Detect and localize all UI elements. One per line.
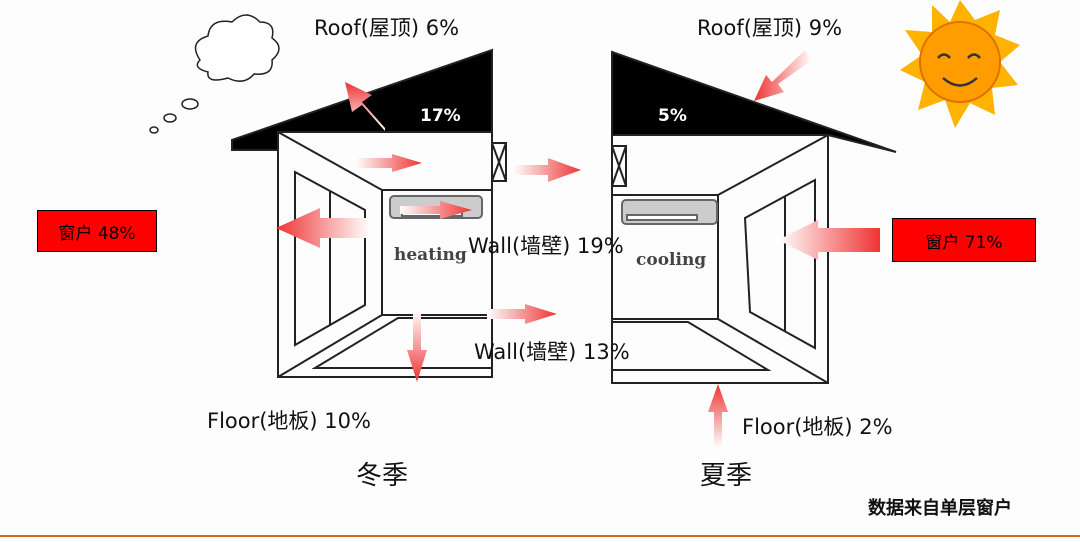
winter-window (294, 170, 366, 347)
summer-window-arrow (778, 220, 880, 260)
summer-roof-share: 5% (658, 106, 687, 126)
summer-roof-label: Roof(屋顶) 9% (697, 16, 843, 40)
winter-floor-label: Floor(地板) 10% (207, 409, 371, 433)
summer-roof (611, 50, 897, 153)
summer-roof-arrow (754, 50, 812, 101)
summer-floor-arrow (708, 384, 728, 448)
winter-roof-label: Roof(屋顶) 6% (314, 16, 460, 40)
winter-season-label: 冬季 (356, 461, 409, 491)
summer-window (743, 178, 816, 350)
winter-roof-share: 17% (420, 106, 461, 126)
summer-ac-mode: cooling (636, 250, 707, 270)
summer-floor-label: Floor(地板) 2% (742, 415, 893, 439)
heat-arrows (276, 50, 880, 448)
winter-window-badge: 窗户 48% (37, 210, 157, 252)
winter-vent (491, 142, 507, 182)
summer-window-badge: 窗户 71% (892, 218, 1036, 262)
sun-icon (900, 0, 1020, 128)
winter-wall-arrow (487, 304, 557, 324)
winter-ac-mode: heating (394, 245, 467, 265)
data-source-note: 数据来自单层窗户 (868, 498, 1012, 519)
winter-roof-arrow (345, 82, 385, 131)
summer-season-label: 夏季 (700, 461, 753, 491)
winter-vent-arrow (355, 154, 422, 172)
summer-vent (611, 145, 627, 187)
cloud-icon (149, 14, 280, 134)
summer-ac-unit (621, 199, 718, 225)
winter-floor-arrow (407, 310, 427, 382)
winter-ac-arrow (400, 201, 472, 219)
summer-wall-label: Wall(墙壁) 13% (474, 340, 630, 364)
winter-window-arrow (276, 208, 370, 248)
winter-wall-label: Wall(墙壁) 19% (468, 234, 624, 258)
summer-vent-arrow (513, 158, 581, 182)
